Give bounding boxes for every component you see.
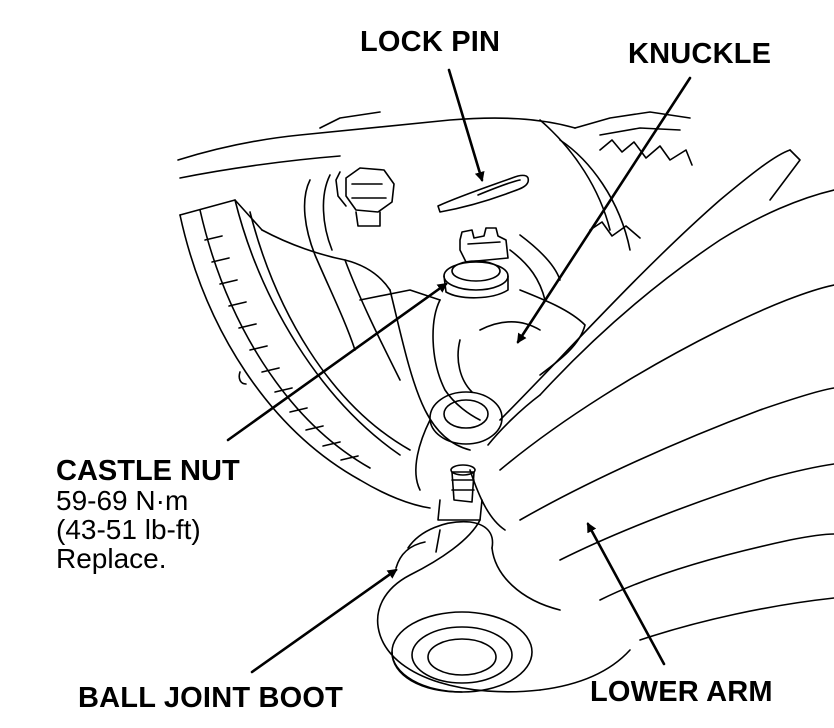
- castle-nut-torque-nm: 59-69 N·m: [56, 485, 189, 516]
- castle-nut-label: CASTLE NUT: [56, 455, 240, 487]
- lower-arm-label: LOWER ARM: [590, 676, 773, 708]
- lock-pin-shape: [437, 174, 530, 213]
- upper-bolt: [335, 167, 395, 227]
- castle-nut-note: Replace.: [56, 543, 167, 574]
- lock-pin-leader: [447, 68, 485, 182]
- castle-nut-callout: CASTLE NUT 59-69 N·m (43-51 lb-ft) Repla…: [56, 456, 240, 573]
- lower-arm-bushing: [391, 611, 533, 693]
- ball-joint-stud: [437, 464, 483, 521]
- brake-rotor: [179, 199, 431, 509]
- castle-nut-shape: [443, 227, 509, 299]
- caliper-bracket: [261, 174, 441, 381]
- lock-pin-label: LOCK PIN: [360, 26, 501, 58]
- knuckle-body: [177, 111, 693, 301]
- castle-nut-leader: [226, 282, 448, 442]
- castle-nut-torque-lbft: (43-51 lb-ft): [56, 514, 201, 545]
- knuckle-leader: [516, 76, 692, 344]
- ball-joint-boot-leader: [250, 568, 398, 674]
- ball-joint-boot-label: BALL JOINT BOOT: [78, 682, 344, 714]
- lower-arm-leader: [586, 522, 666, 666]
- knuckle-lower: [389, 289, 586, 491]
- knuckle-label: KNUCKLE: [628, 38, 772, 70]
- ball-joint-boot-shape: [395, 520, 494, 569]
- lower-arm-shape: [376, 149, 834, 693]
